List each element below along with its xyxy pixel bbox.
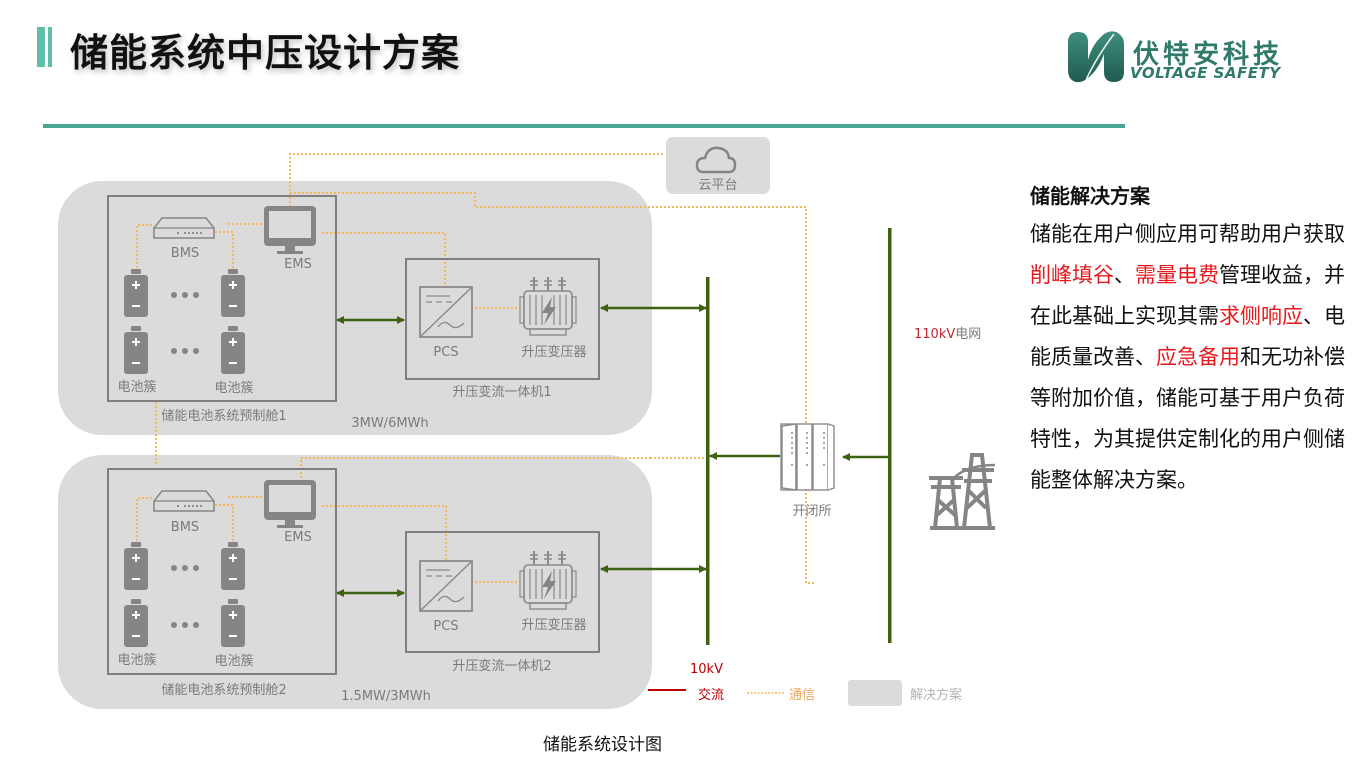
battery-icon: [123, 598, 149, 648]
highlight-text: 应急备用: [1156, 345, 1240, 369]
transformer-label: 升压变压器: [521, 344, 586, 360]
body-text: 管理收益，并在此基础上实现其需: [1030, 263, 1345, 328]
battery-cluster-label: 电池簇: [117, 380, 156, 395]
logo-text-cn: 伏特安科技: [1133, 40, 1284, 70]
bms-label: BMS: [171, 246, 199, 261]
grid-label: 110kV电网: [914, 327, 981, 342]
battery-cabin-1: BMS EMS 电池簇 电池簇 储能电池系统预制舱1 3MW/6MWh: [107, 195, 429, 431]
body-text: 、: [1114, 263, 1135, 287]
legend-comm-label: 通信: [789, 688, 815, 703]
battery-icon: [220, 325, 246, 375]
transformer-label: 升压变压器: [521, 617, 586, 633]
pcs-label: PCS: [433, 345, 458, 360]
grid-voltage: 110kV: [914, 327, 955, 342]
grid-text: 电网: [955, 327, 981, 342]
ems-label: EMS: [284, 530, 312, 545]
switch-station-label: 开闭所: [792, 504, 831, 519]
company-logo: [1064, 30, 1128, 84]
page-title: 储能系统中压设计方案: [70, 31, 461, 75]
battery-icon: [123, 268, 149, 318]
diagram-caption: 储能系统设计图: [543, 735, 662, 755]
cloud-icon: [695, 146, 737, 174]
ems-label: EMS: [284, 257, 312, 272]
logo-mark-icon: [1068, 31, 1124, 83]
battery-cabin-2: BMS EMS 电池簇 电池簇 储能电池系统预制舱2 1.5MW/3MWh: [107, 468, 431, 704]
header-divider: [43, 124, 1125, 128]
legend-ac-label: 交流: [698, 687, 724, 703]
bus-voltage-label: 10kV: [690, 662, 723, 677]
battery-cluster-label: 电池簇: [214, 381, 253, 396]
battery-icon: [123, 541, 149, 591]
unit-label: 升压变流一体机2: [452, 658, 551, 674]
battery-icon: [123, 325, 149, 375]
body-text: 、电能质量改善、: [1030, 304, 1345, 369]
cabin-label: 储能电池系统预制舱1: [161, 409, 286, 424]
logo-text-en: VOLTAGE SAFETY: [1130, 64, 1281, 82]
battery-icon: [220, 268, 246, 318]
capacity-label: 3MW/6MWh: [351, 416, 428, 431]
highlight-text: 削峰填谷: [1030, 263, 1114, 287]
unit-label: 升压变流一体机1: [452, 384, 551, 400]
switch-station-icon: [780, 423, 835, 491]
ellipsis-icon: [171, 565, 199, 628]
pcs-unit-1: PCS 升压变压器 升压变流一体机1: [405, 258, 600, 400]
battery-icon: [220, 598, 246, 648]
pcs-label: PCS: [433, 619, 458, 634]
battery-icon: [220, 541, 246, 591]
legend-solution-label: 解决方案: [910, 687, 962, 703]
solution-area-2: [58, 455, 652, 709]
body-text: 和无功补偿等附加价值，储能可基于用户负荷特性，为其提供定制化的用户侧储能整体解决…: [1030, 345, 1345, 492]
battery-cluster-label: 电池簇: [117, 653, 156, 668]
cloud-label: 云平台: [698, 178, 737, 193]
bms-icon: [153, 490, 215, 512]
side-title: 储能解决方案: [1030, 184, 1150, 208]
cabin-label: 储能电池系统预制舱2: [161, 683, 286, 698]
highlight-text: 需量电费: [1135, 263, 1219, 287]
side-body: 储能在用户侧应用可帮助用户获取削峰填谷、需量电费管理收益，并在此基础上实现其需求…: [1030, 214, 1350, 501]
battery-cluster-label: 电池簇: [214, 654, 253, 669]
bus-10kv: [706, 277, 710, 645]
body-text: 储能在用户侧应用可帮助用户获取: [1030, 222, 1345, 246]
title-accent-bar: [37, 27, 45, 67]
power-lines: [336, 304, 888, 597]
bus-110kv: [888, 228, 892, 643]
ellipsis-icon: [171, 292, 199, 354]
bms-label: BMS: [171, 520, 199, 535]
solution-area-1: [58, 181, 652, 435]
capacity-label: 1.5MW/3MWh: [341, 689, 431, 704]
pcs-unit-2: PCS 升压变压器 升压变流一体机2: [405, 531, 600, 674]
bms-icon: [153, 217, 215, 239]
title-accent-bar-thin: [48, 27, 52, 67]
cloud-platform-node: 云平台: [666, 137, 770, 194]
legend-solution-swatch: [848, 680, 902, 706]
highlight-text: 求侧响应: [1219, 304, 1303, 328]
transmission-tower-icon: [929, 453, 996, 530]
